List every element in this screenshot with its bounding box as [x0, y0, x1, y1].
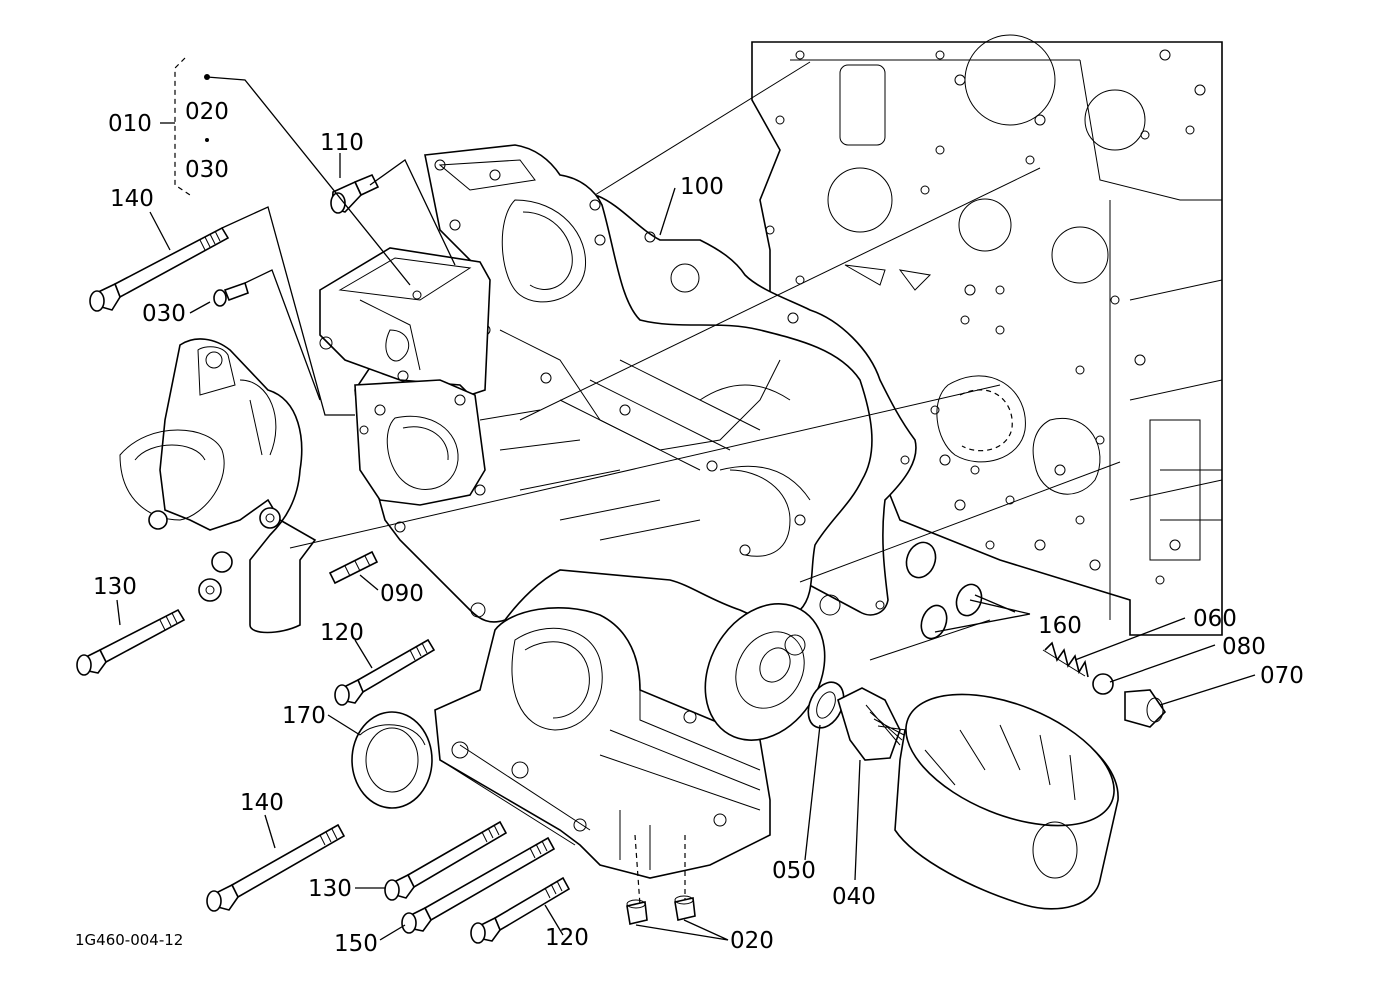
bolt-030: [213, 281, 249, 307]
bolt-150: [401, 836, 556, 934]
label-140-top: 140: [110, 186, 154, 212]
bolt-140-bottom: [206, 823, 346, 912]
bolt-130-left: [76, 608, 186, 676]
relief-plug-070: [1124, 689, 1167, 728]
drawing-number: 1G460-004-12: [75, 931, 183, 949]
callout-labels: 010 020 030 110 100 140 030 130 090 120 …: [75, 99, 1304, 957]
relief-spring-060: [1042, 641, 1089, 678]
oil-seal-170: [351, 711, 433, 809]
oil-filter-cartridge: [894, 693, 1119, 910]
bolt-140-top: [89, 226, 230, 312]
label-020-plugs: 020: [730, 928, 774, 954]
block-bolt-holes: [765, 49, 1206, 585]
label-140-bottom: 140: [240, 790, 284, 816]
label-120-bottom: 120: [545, 925, 589, 951]
label-030-group: 030: [185, 157, 229, 183]
o-rings-160: [905, 541, 983, 640]
lower-cover: [434, 607, 771, 906]
bolt-110: [330, 173, 380, 214]
label-170: 170: [282, 703, 326, 729]
label-070: 070: [1260, 663, 1304, 689]
engine-block: [751, 34, 1223, 636]
label-150: 150: [334, 931, 378, 957]
bolt-120-mid: [334, 638, 436, 706]
thermostat-housing-010: [319, 247, 491, 506]
label-060: 060: [1193, 606, 1237, 632]
label-130-bottom: 130: [308, 876, 352, 902]
gear-case: [354, 144, 873, 623]
label-010: 010: [108, 111, 152, 137]
label-090: 090: [380, 581, 424, 607]
label-120-mid: 120: [320, 620, 364, 646]
filter-nipple-040: [837, 687, 907, 761]
label-050: 050: [772, 858, 816, 884]
label-080: 080: [1222, 634, 1266, 660]
label-130-left: 130: [93, 574, 137, 600]
label-160: 160: [1038, 613, 1082, 639]
leader-lines: [116, 57, 1256, 941]
filter-gasket-050: [807, 681, 845, 729]
label-110: 110: [320, 130, 364, 156]
label-030: 030: [142, 301, 186, 327]
label-040: 040: [832, 884, 876, 910]
stud-090: [328, 550, 379, 585]
water-pump: [119, 338, 317, 634]
label-020: 020: [185, 99, 229, 125]
bolt-120-bottom: [470, 876, 571, 944]
relief-ball-080: [1092, 673, 1114, 695]
bolt-130-bottom: [384, 820, 508, 901]
drain-plug-020-a: [626, 899, 648, 925]
label-100: 100: [680, 174, 724, 200]
drain-plug-020-b: [674, 895, 696, 921]
